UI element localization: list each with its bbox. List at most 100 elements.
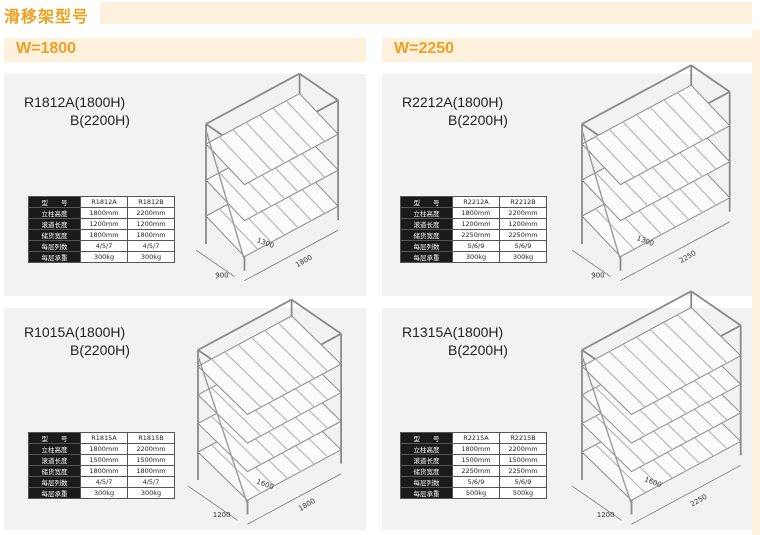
- table-cell: 每层承重: [400, 251, 453, 263]
- table-cell: R1815A: [80, 432, 128, 444]
- dimension-line: [195, 249, 235, 277]
- roller-track: [210, 415, 262, 465]
- roller-track: [232, 129, 272, 171]
- side-brace: [581, 129, 622, 261]
- rack-top-beam: [581, 290, 692, 351]
- table-cell: 1800mm: [80, 207, 128, 219]
- roller-track: [595, 208, 635, 250]
- table-cell: 5/6/9: [452, 476, 500, 488]
- rack-top-beam: [299, 72, 339, 101]
- section-heading-w2250: W=2250: [382, 38, 752, 62]
- dimension-line: [247, 473, 342, 525]
- table-cell: 型 号: [28, 196, 81, 208]
- depth-dimension-label: 1200: [597, 511, 615, 519]
- table-cell: 500kg: [452, 487, 500, 499]
- table-cell: 每层列数: [400, 240, 453, 252]
- table-cell: 1500mm: [499, 454, 547, 466]
- table-cell: 5/6/9: [452, 240, 500, 252]
- roller-track: [251, 337, 302, 387]
- table-cell: 2250mm: [452, 465, 500, 477]
- model-name-a: R2212A(1800H): [402, 94, 504, 110]
- table-cell: 4/5/7: [80, 240, 128, 252]
- roller-track: [595, 358, 646, 408]
- table-cell: 1500mm: [452, 454, 500, 466]
- roller-track: [224, 351, 275, 401]
- table-cell: 1800mm: [452, 443, 500, 455]
- width-dimension-label: 2250: [678, 249, 697, 265]
- table-cell: 2250mm: [499, 229, 547, 241]
- table-cell: R1815B: [127, 432, 175, 444]
- roller-track: [277, 322, 329, 372]
- dimension-line: [620, 221, 730, 281]
- table-cell: 型 号: [28, 432, 81, 444]
- table-cell: R1812B: [127, 196, 175, 208]
- title-band: [100, 2, 752, 24]
- table-cell: 5/6/9: [499, 476, 547, 488]
- dimension-line: [631, 465, 741, 525]
- table-cell: 1800mm: [127, 229, 175, 241]
- table-cell: 300kg: [452, 251, 500, 263]
- table-cell: R2212A: [452, 196, 500, 208]
- rack-top-beam: [197, 298, 293, 351]
- roller-track: [608, 128, 649, 171]
- model-name-a: R1015A(1800H): [24, 324, 126, 340]
- table-cell: 1800mm: [80, 465, 128, 477]
- model-name-a: R1315A(1800H): [402, 324, 504, 340]
- table-cell: 2200mm: [127, 443, 175, 455]
- side-brace: [205, 129, 246, 261]
- rack-panel: R1812A(1800H) B(2200H) 型 号 R1812A R1812B…: [4, 72, 366, 296]
- model-name-b: B(2200H): [70, 112, 130, 128]
- depth-dimension-label: 1200: [213, 511, 231, 519]
- roller-track: [595, 444, 646, 494]
- model-name-b: B(2200H): [70, 342, 130, 358]
- rack-top-beam: [581, 64, 692, 125]
- roller-track: [264, 329, 315, 379]
- roller-track: [210, 387, 262, 437]
- roller-track: [218, 172, 259, 214]
- table-header-row: 型 号 R2215A R2215B: [400, 432, 547, 444]
- table-cell: 1500mm: [127, 454, 175, 466]
- side-brace: [197, 355, 249, 505]
- roller-track: [649, 329, 701, 379]
- rack-panel: R2212A(1800H) B(2200H) 型 号 R2212A R2212B…: [382, 64, 752, 296]
- rack-top-beam: [205, 72, 301, 125]
- page-title: 滑移架型号: [4, 7, 90, 26]
- dimension-line: [571, 249, 611, 277]
- roller-track: [272, 107, 312, 150]
- table-header-row: 型 号 R1815A R1815B: [28, 432, 175, 444]
- roller-track: [237, 344, 289, 394]
- table-cell: 立柱高度: [28, 443, 81, 455]
- table-cell: 每层承重: [28, 251, 81, 263]
- table-cell: 滚道长度: [28, 454, 81, 466]
- table-cell: 每层承重: [28, 487, 81, 499]
- table-cell: 每层列数: [28, 476, 81, 488]
- roller-track: [663, 99, 703, 141]
- roller-track: [218, 136, 259, 178]
- section-heading-text: W=2250: [394, 40, 455, 57]
- roller-track: [210, 358, 262, 408]
- title-bar: 滑移架型号: [0, 0, 760, 26]
- table-cell: 每层承重: [400, 487, 453, 499]
- table-cell: 500kg: [499, 487, 547, 499]
- table-cell: 2200mm: [499, 443, 547, 455]
- roller-track: [595, 136, 635, 178]
- table-cell: 每层列数: [400, 476, 453, 488]
- table-cell: 1800mm: [452, 207, 500, 219]
- dimension-line: [187, 485, 238, 521]
- table-cell: 2250mm: [499, 465, 547, 477]
